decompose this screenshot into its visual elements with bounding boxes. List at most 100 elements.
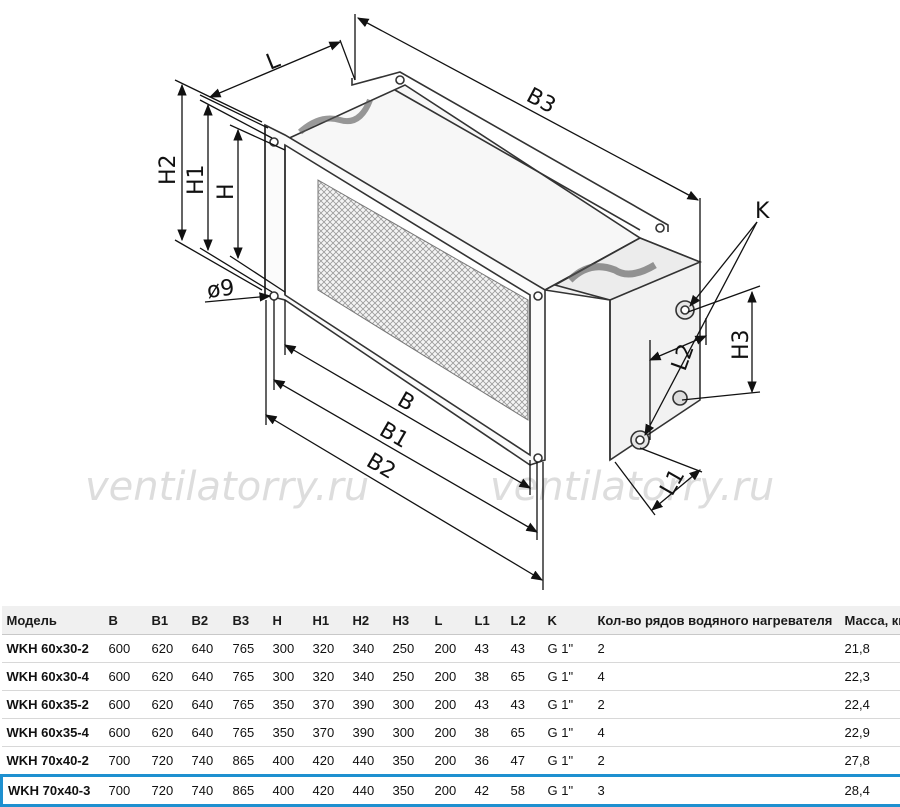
table-cell: 600 <box>103 718 147 747</box>
table-cell: 440 <box>347 746 388 776</box>
table-cell: 400 <box>267 746 308 776</box>
table-cell: 620 <box>146 634 187 663</box>
table-cell: 370 <box>307 718 348 747</box>
table-cell: 65 <box>505 662 543 691</box>
column-header: H <box>267 606 308 635</box>
column-header: L2 <box>505 606 543 635</box>
table-cell: 4 <box>592 718 840 747</box>
column-header: B <box>103 606 147 635</box>
watermark-left: ventilatorry.ru <box>85 464 369 510</box>
table-cell: 740 <box>186 746 228 776</box>
table-cell: 200 <box>429 718 470 747</box>
table-cell: G 1" <box>542 662 593 691</box>
dim-label-B3: B3 <box>522 83 559 119</box>
table-cell: 42 <box>469 774 506 807</box>
table-cell: 250 <box>387 662 430 691</box>
column-header: B1 <box>146 606 187 635</box>
dimension-lines <box>174 14 761 590</box>
table-cell: 865 <box>227 746 268 776</box>
column-header: Масса, кг <box>839 606 900 635</box>
table-cell: 340 <box>347 634 388 663</box>
table-cell: 22,4 <box>839 690 900 719</box>
table-cell: 400 <box>267 774 308 807</box>
table-cell: 765 <box>227 662 268 691</box>
table-cell: 765 <box>227 718 268 747</box>
table-cell: 350 <box>267 718 308 747</box>
table-cell: 21,8 <box>839 634 900 663</box>
table-cell: WKH 70x40-2 <box>1 746 104 776</box>
column-header: B3 <box>227 606 268 635</box>
column-header: H1 <box>307 606 348 635</box>
table-cell: WKH 70x40-3 <box>0 774 104 807</box>
dim-label-H3: H3 <box>729 329 754 360</box>
dim-label-B1: B1 <box>375 418 413 454</box>
column-header: K <box>542 606 593 635</box>
table-cell: 320 <box>307 662 348 691</box>
table-cell: WKH 60x30-2 <box>1 634 104 663</box>
dim-label-K: K <box>755 199 770 224</box>
table-cell: 390 <box>347 718 388 747</box>
table-cell: 765 <box>227 634 268 663</box>
dim-label-L: L <box>263 48 284 76</box>
table-cell: 350 <box>387 746 430 776</box>
table-cell: 58 <box>505 774 543 807</box>
table-cell: 600 <box>103 662 147 691</box>
table-cell: 640 <box>186 718 228 747</box>
table-cell: 28,4 <box>839 774 900 807</box>
table-cell: 4 <box>592 662 840 691</box>
table-cell: 47 <box>505 746 543 776</box>
table-cell: 22,3 <box>839 662 900 691</box>
table-cell: 200 <box>429 662 470 691</box>
table-cell: 370 <box>307 690 348 719</box>
dim-label-H2: H2 <box>156 154 181 185</box>
column-header: Кол-во рядов водяного нагревателя <box>592 606 840 635</box>
table-cell: 2 <box>592 634 840 663</box>
table-cell: 600 <box>103 690 147 719</box>
table-cell: 340 <box>347 662 388 691</box>
column-header: H2 <box>347 606 388 635</box>
column-header: H3 <box>387 606 430 635</box>
heater-housing <box>264 71 703 466</box>
table-cell: 865 <box>227 774 268 807</box>
table-cell: 420 <box>307 774 348 807</box>
table-cell: 320 <box>307 634 348 663</box>
table-cell: G 1" <box>542 746 593 776</box>
dim-label-B: B <box>393 388 419 417</box>
table-cell: WKH 60x30-4 <box>1 662 104 691</box>
table-cell: 43 <box>469 690 506 719</box>
table-cell: 65 <box>505 718 543 747</box>
table-cell: 300 <box>387 718 430 747</box>
table-cell: 2 <box>592 746 840 776</box>
table-cell: 43 <box>505 634 543 663</box>
column-header: Модель <box>1 606 104 635</box>
table-cell: 200 <box>429 634 470 663</box>
table-cell: 43 <box>469 634 506 663</box>
table-cell: 620 <box>146 718 187 747</box>
table-cell: 27,8 <box>839 746 900 776</box>
table-cell: 350 <box>387 774 430 807</box>
table-cell: G 1" <box>542 690 593 719</box>
table-cell: 200 <box>429 746 470 776</box>
table-cell: 2 <box>592 690 840 719</box>
table-cell: 620 <box>146 690 187 719</box>
table-cell: 300 <box>267 634 308 663</box>
table-cell: 36 <box>469 746 506 776</box>
table-cell: 640 <box>186 690 228 719</box>
table-cell: 765 <box>227 690 268 719</box>
table-cell: 43 <box>505 690 543 719</box>
table-cell: 250 <box>387 634 430 663</box>
table-cell: 300 <box>267 662 308 691</box>
table-cell: 350 <box>267 690 308 719</box>
table-cell: G 1" <box>542 774 593 807</box>
table-cell: 38 <box>469 662 506 691</box>
table-cell: 38 <box>469 718 506 747</box>
dim-label-H1: H1 <box>184 164 209 195</box>
dim-label-H: H <box>214 183 239 200</box>
table-cell: 740 <box>186 774 228 807</box>
table-cell: 640 <box>186 634 228 663</box>
